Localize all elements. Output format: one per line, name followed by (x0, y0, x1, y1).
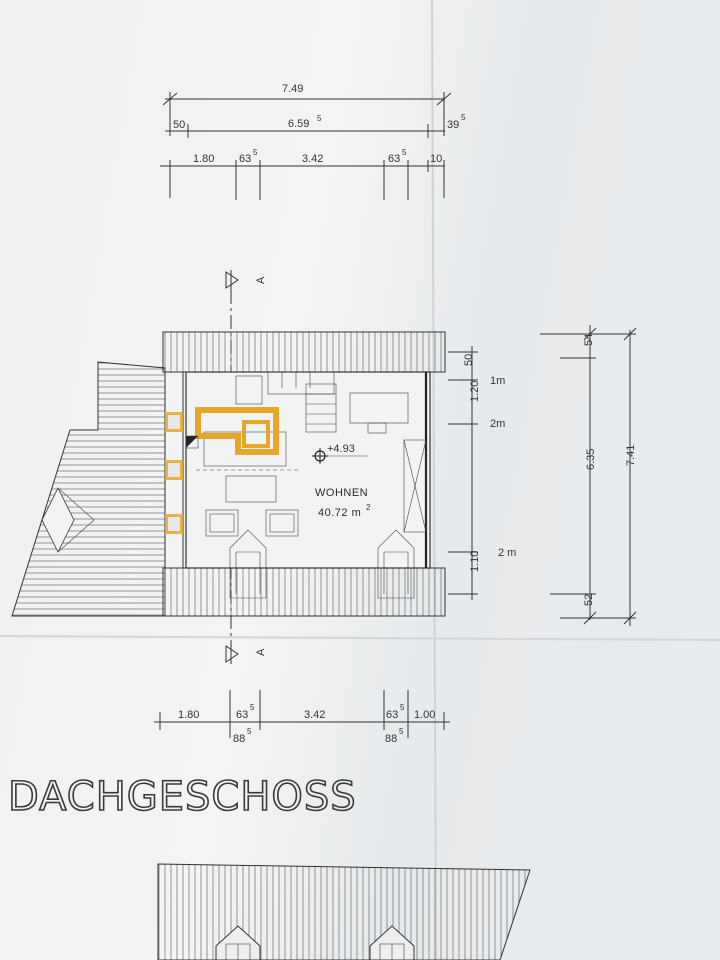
elevation-roof (157, 863, 531, 960)
room-area: 40.72 m (318, 507, 361, 519)
svg-text:1.10: 1.10 (469, 551, 481, 572)
svg-text:5: 5 (317, 114, 322, 123)
svg-text:5: 5 (247, 727, 252, 736)
paper-fold-vertical (431, 0, 437, 960)
svg-text:63: 63 (239, 153, 251, 165)
svg-text:63: 63 (236, 709, 248, 721)
chimney (165, 407, 279, 534)
armchair-left (205, 509, 239, 537)
svg-text:5: 5 (402, 148, 407, 157)
lower-roof-hatch (11, 361, 166, 617)
cabinet (403, 439, 427, 533)
svg-text:5: 5 (250, 703, 255, 712)
coffee-table (225, 475, 277, 503)
svg-text:54: 54 (583, 334, 595, 346)
dim-right-offset: 39 (447, 119, 459, 131)
height-mark-2m: 2m (490, 418, 505, 430)
bottom-dimension-chain: 1.80 63 5 88 5 3.42 63 5 88 5 1.00 (154, 690, 450, 745)
svg-text:5: 5 (253, 148, 258, 157)
svg-text:50: 50 (463, 354, 475, 366)
elevation-dormer-left (215, 925, 261, 960)
staircase (267, 371, 337, 433)
svg-text:6.35: 6.35 (585, 449, 597, 470)
svg-text:5: 5 (400, 703, 405, 712)
svg-text:5: 5 (399, 727, 404, 736)
armchair-right (265, 509, 299, 537)
svg-text:63: 63 (386, 709, 398, 721)
right-dimension-chain: 54 6.35 7.41 52 (540, 325, 637, 626)
svg-text:1.20: 1.20 (469, 381, 481, 402)
svg-text:1.80: 1.80 (193, 153, 214, 165)
dormer-right (377, 529, 415, 599)
section-mark-top: A (255, 276, 267, 284)
plan-body: +4.93 WOHNEN 40.72 m 2 50 1.20 1.10 1m 2… (162, 331, 516, 617)
dormer-left (229, 529, 267, 599)
elevation-dormer-right (369, 925, 415, 960)
dim-overall-width: 7.49 (282, 83, 303, 95)
svg-text:10: 10 (430, 153, 442, 165)
svg-text:52: 52 (583, 594, 595, 606)
svg-text:7.41: 7.41 (625, 445, 637, 466)
room-wohnen (185, 371, 431, 569)
svg-text:3.42: 3.42 (304, 709, 325, 721)
shelf (235, 375, 263, 405)
height-mark-1m: 1m (490, 375, 505, 387)
section-mark-bottom: A (255, 648, 267, 656)
dim-left-offset: 50 (173, 119, 185, 131)
dim-inner-width: 6.59 (288, 118, 309, 130)
svg-text:5: 5 (461, 113, 466, 122)
level-mark: +4.93 (327, 443, 355, 455)
svg-text:1.80: 1.80 (178, 709, 199, 721)
top-dimension-chain: 7.49 50 6.59 5 39 5 1.80 63 5 3.42 63 5 … (160, 83, 466, 200)
drawing-title: DACHGESCHOSS (8, 774, 357, 820)
room-name: WOHNEN (315, 487, 368, 499)
svg-text:1.00: 1.00 (414, 709, 435, 721)
paper-fold-horizontal (0, 635, 720, 641)
svg-text:88: 88 (233, 733, 245, 745)
svg-text:88: 88 (385, 733, 397, 745)
svg-text:2: 2 (366, 503, 371, 512)
height-mark-2m-lower: 2 m (498, 547, 516, 559)
svg-text:3.42: 3.42 (302, 153, 323, 165)
svg-text:63: 63 (388, 153, 400, 165)
